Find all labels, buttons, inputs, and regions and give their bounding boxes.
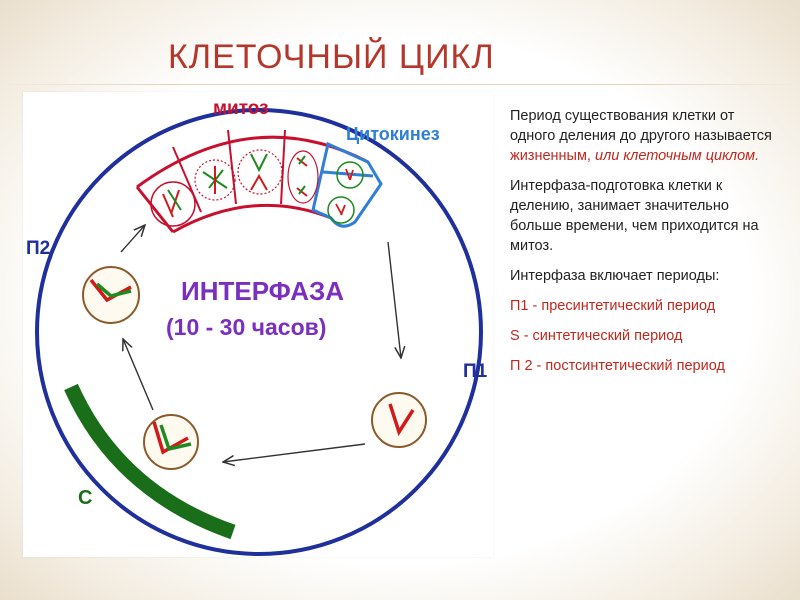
period-p1: П1 - пресинтетический период [510,298,716,314]
mitosis-band-inner [172,203,332,234]
arrow-s-to-p2 [123,339,154,411]
s-phase-bar [64,383,236,540]
cycle-ring [35,108,483,556]
paragraph-periods-intro: Интерфаза включает периоды: [510,268,720,284]
telophase-cell [287,150,319,204]
mitosis-divider-3 [227,129,237,205]
s-cell [143,414,199,470]
label-p2: П2 [26,238,50,259]
daughter-cells [327,161,364,224]
paragraph-definition: Период существования клетки от одного де… [510,106,775,166]
p1-cell [371,392,427,448]
p2-cell [82,266,140,324]
cell-cycle-diagram: митоз Цитокинез П2 П1 С ИНТЕРФАЗА (10 - … [23,92,493,557]
description-text: Период существования клетки от одного де… [510,106,775,386]
definition-red-b: или клеточным циклом. [595,148,760,164]
interphase-title: ИНТЕРФАЗА [181,276,344,306]
definition-text: Период существования клетки от одного де… [510,108,772,144]
title-divider [0,84,800,85]
label-s: С [78,487,92,509]
arrow-p1-to-s [223,443,366,462]
slide-title: КЛЕТОЧНЫЙ ЦИКЛ [168,38,495,76]
cytokinesis-band [311,141,383,228]
interphase-duration: (10 - 30 часов) [166,314,326,340]
period-s: S - синтетический период [510,328,683,344]
arrow-mitosis-to-p1 [387,241,401,358]
label-p1: П1 [463,361,488,382]
mitosis-divider-4 [280,129,286,205]
label-mitosis: митоз [213,98,269,119]
prophase-cell [150,181,196,227]
anaphase-cell [237,149,283,195]
metaphase-cell [194,159,236,201]
cell-cycle-svg: митоз Цитокинез П2 П1 С ИНТЕРФАЗА (10 - … [26,98,488,556]
paragraph-interphase: Интерфаза-подготовка клетки к делению, з… [510,178,759,254]
period-p2: П 2 - постсинтетический период [510,358,725,374]
mitosis-divider-2 [172,146,202,213]
label-cytokinesis: Цитокинез [346,124,440,144]
definition-red-a: жизненным, [510,148,591,164]
arrow-p2-to-mitosis [120,225,145,253]
mitosis-band-outer [136,135,369,189]
